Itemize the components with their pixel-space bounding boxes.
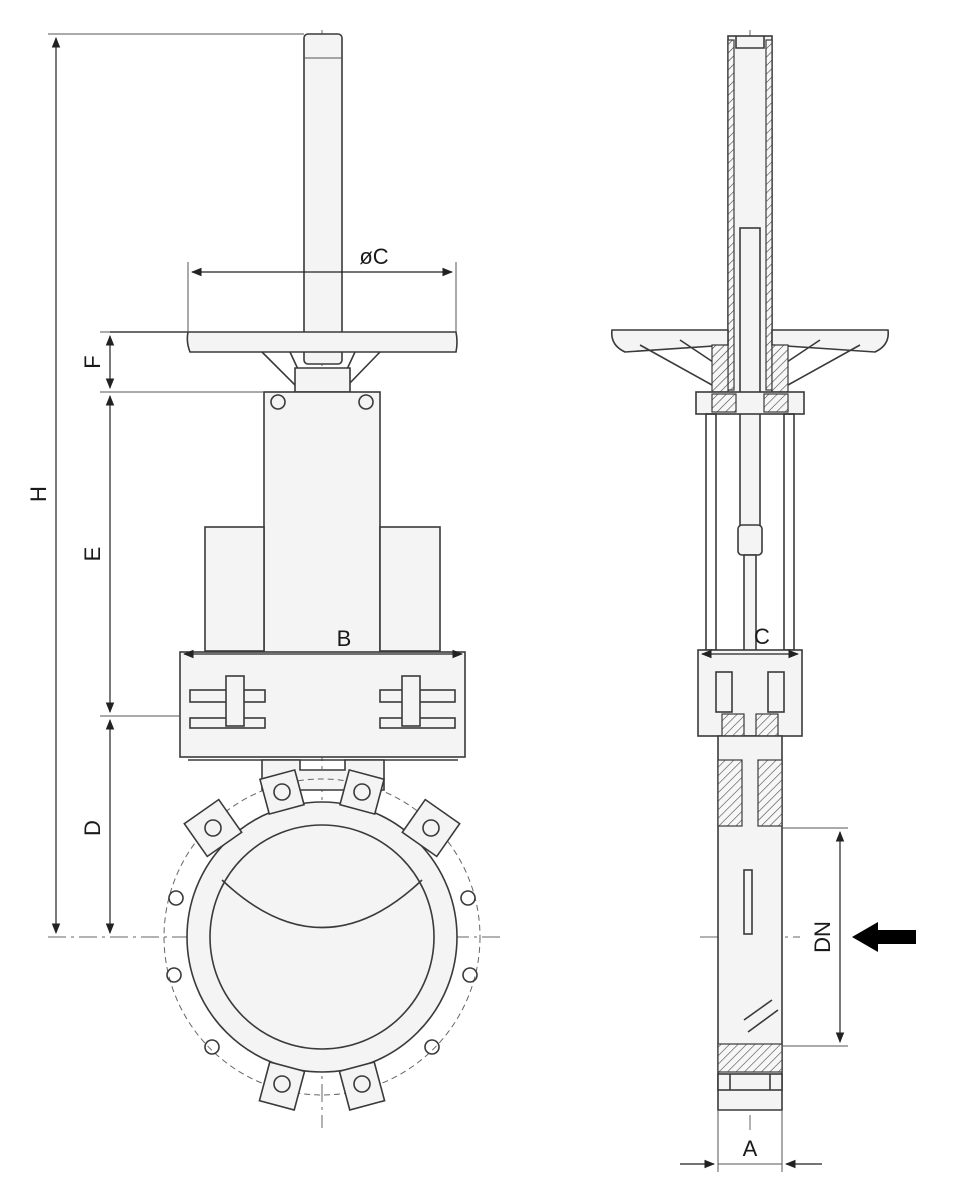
bore — [209, 824, 435, 1050]
side-view — [610, 30, 916, 1172]
label-C: C — [754, 624, 770, 649]
left-housing — [204, 526, 265, 652]
front-view — [48, 30, 500, 1128]
right-housing — [379, 526, 441, 652]
label-E: E — [80, 547, 105, 562]
gland-bolt-left — [225, 675, 245, 727]
front-dimensions — [48, 33, 464, 935]
handwheel-side-right — [771, 329, 890, 353]
handwheel — [110, 331, 458, 353]
label-F: F — [80, 355, 105, 368]
gland-bolt-right — [401, 675, 421, 727]
flow-direction-arrow-icon — [852, 922, 916, 952]
label-D: D — [80, 820, 105, 836]
stem-coupling — [737, 524, 763, 556]
spindle — [739, 227, 761, 529]
packing-gland — [179, 651, 466, 758]
valve-stem — [303, 33, 343, 365]
label-A: A — [743, 1136, 758, 1161]
label-diameter-C: øC — [359, 244, 388, 269]
handwheel-side-left — [610, 329, 729, 353]
side-dimensions — [680, 649, 848, 1172]
label-B: B — [337, 626, 352, 651]
flange-lugs — [183, 768, 461, 1111]
handwheel-hub — [294, 367, 351, 393]
outer-bolt-holes — [166, 890, 478, 1055]
bolt-circle — [163, 778, 481, 1096]
valve-body — [186, 801, 458, 1073]
gland-box — [697, 649, 803, 737]
label-H: H — [26, 486, 51, 502]
gate-edge — [221, 879, 423, 929]
label-DN: DN — [810, 921, 835, 953]
